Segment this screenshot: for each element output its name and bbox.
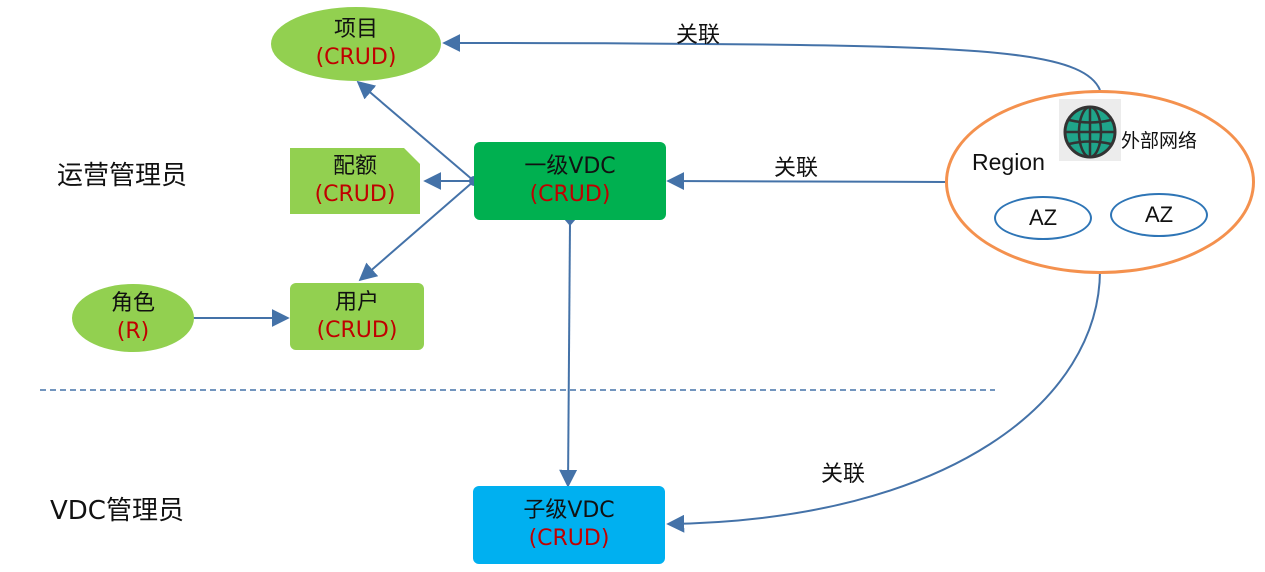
- first-vdc-title: 一级VDC: [524, 154, 616, 179]
- first-vdc-perm: (CRUD): [529, 182, 611, 207]
- edge-label-first-vdc: 关联: [774, 156, 819, 181]
- edge-label-child-vdc: 关联: [821, 462, 866, 487]
- child-vdc-perm: (CRUD): [528, 526, 610, 551]
- role-node[interactable]: 角色 (R): [72, 284, 194, 352]
- role-vdc-admin: VDC管理员: [50, 496, 184, 526]
- project-title: 项目: [333, 17, 378, 42]
- edge-label-project: 关联: [676, 23, 721, 48]
- edge-first-vdc-project: [356, 80, 475, 182]
- quota-shape: [290, 148, 420, 214]
- child-vdc-node[interactable]: 子级VDC (CRUD): [473, 486, 665, 564]
- child-vdc-title: 子级VDC: [523, 498, 615, 523]
- globe-icon: [1059, 99, 1121, 161]
- project-perm: (CRUD): [315, 45, 397, 70]
- quota-node[interactable]: 配额 (CRUD): [290, 148, 420, 214]
- external-network-label: 外部网络: [1121, 130, 1198, 152]
- edge-region-project: [442, 34, 1101, 91]
- role-perm: (R): [116, 319, 150, 344]
- region-label: Region: [972, 149, 1045, 175]
- user-node[interactable]: 用户 (CRUD): [290, 283, 424, 350]
- user-title: 用户: [334, 289, 379, 315]
- role-title: 角色: [110, 291, 155, 316]
- edge-first-vdc-child: [559, 221, 578, 488]
- user-perm: (CRUD): [316, 317, 398, 343]
- role-ops-admin: 运营管理员: [57, 161, 188, 191]
- quota-perm: (CRUD): [314, 182, 396, 207]
- quota-title: 配额: [332, 154, 377, 179]
- az-2[interactable]: AZ: [1110, 193, 1208, 237]
- edge-first-vdc-user: [358, 180, 475, 282]
- edge-region-child: [666, 269, 1101, 533]
- project-node[interactable]: 项目 (CRUD): [271, 7, 441, 81]
- first-vdc-node[interactable]: 一级VDC (CRUD): [474, 142, 666, 220]
- az-1[interactable]: AZ: [994, 196, 1092, 240]
- edge-region-first-vdc: [666, 172, 946, 191]
